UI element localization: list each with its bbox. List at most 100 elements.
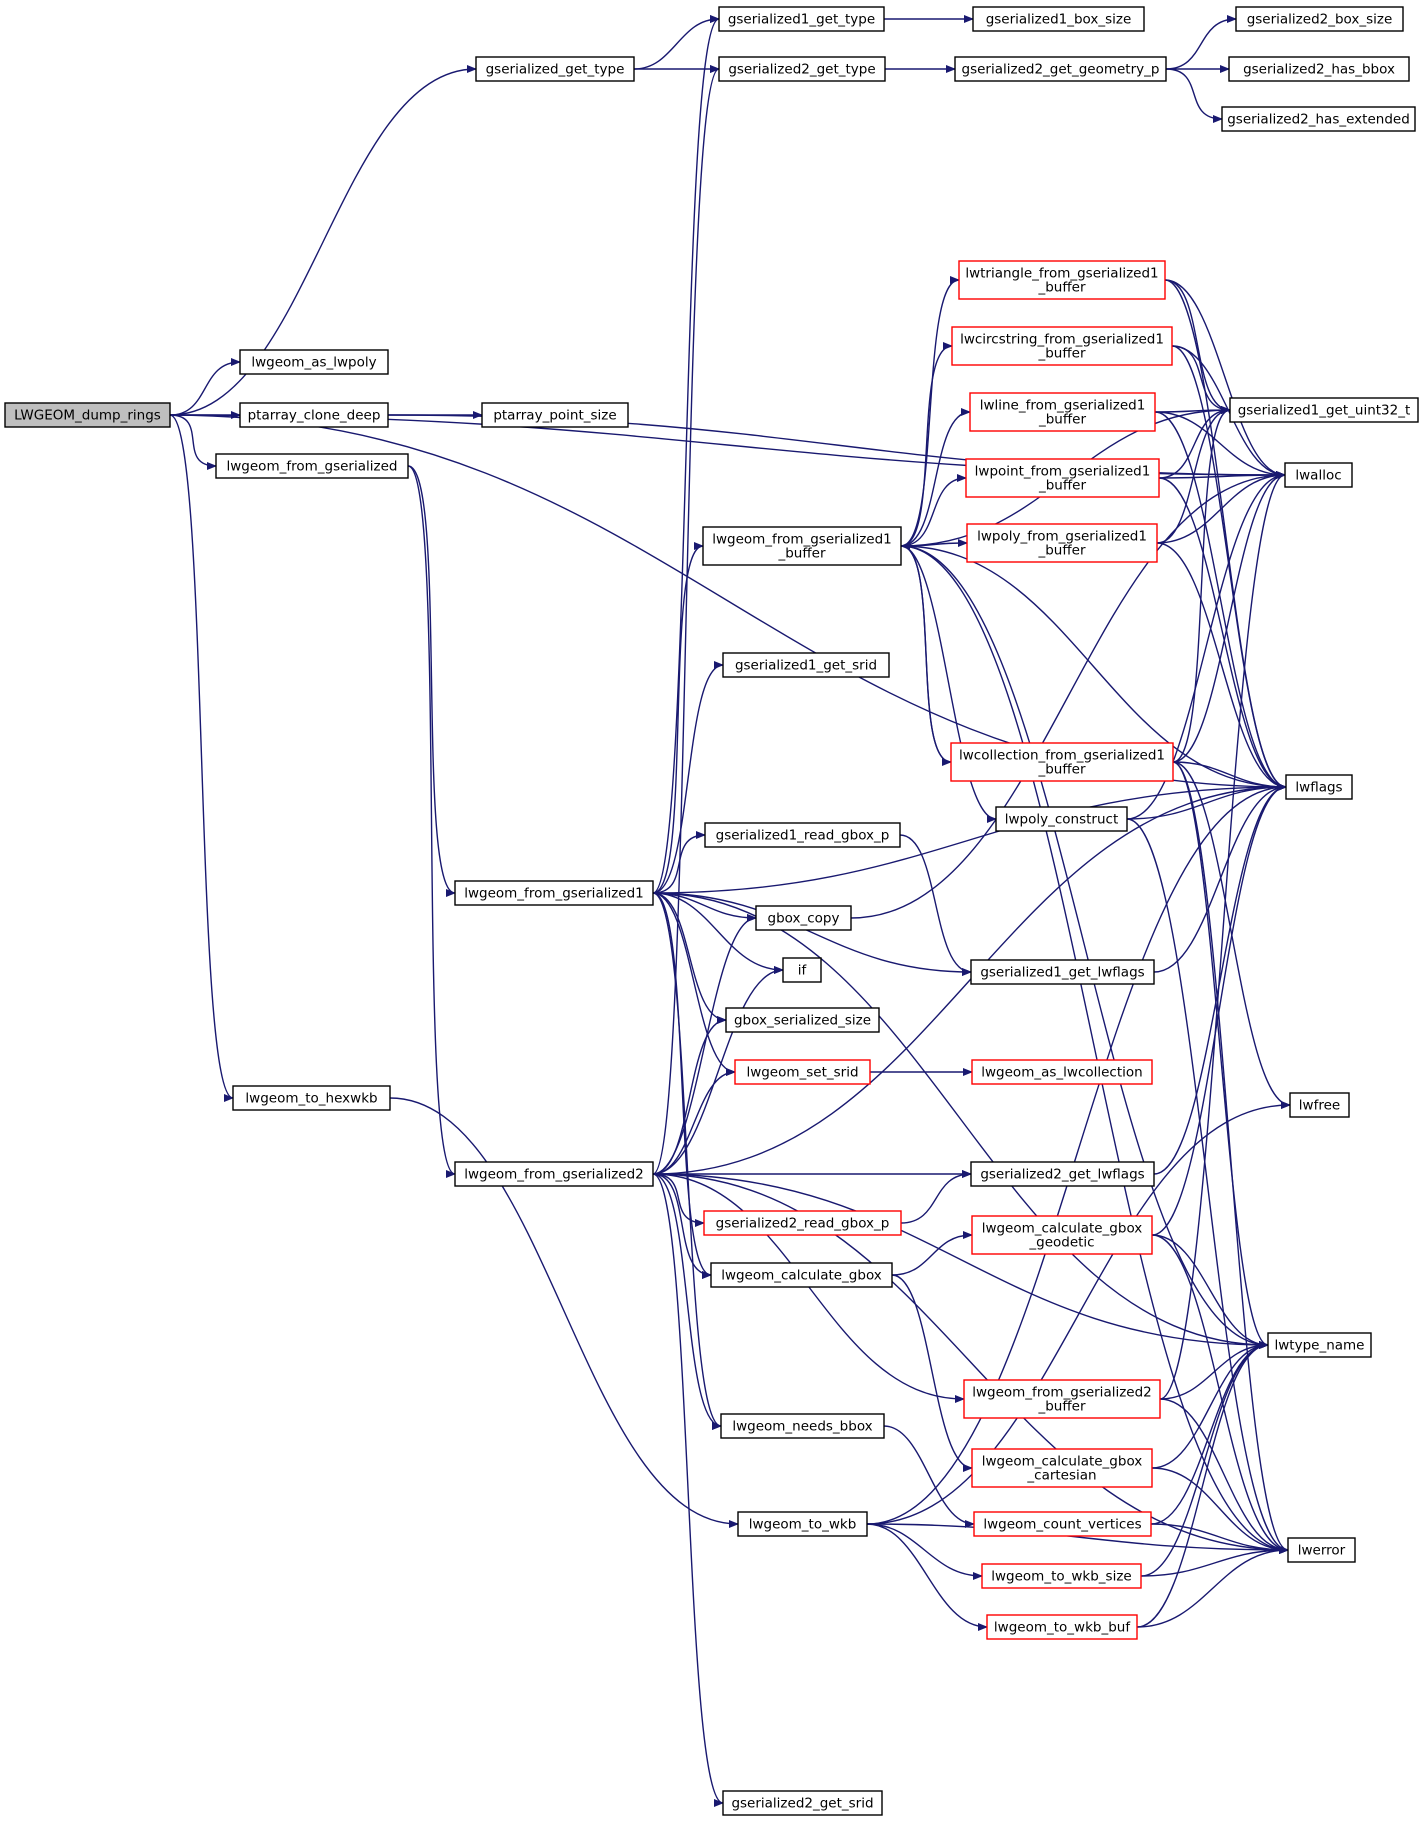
node-gserialized2-has-bbox[interactable]: gserialized2_has_bbox: [1228, 56, 1410, 82]
node-gbox-copy[interactable]: gbox_copy: [755, 905, 852, 931]
node-gserialized2-get-srid[interactable]: gserialized2_get_srid: [722, 1790, 883, 1816]
node-gserialized1-read-gbox-p[interactable]: gserialized1_read_gbox_p: [704, 822, 901, 848]
node-gserialized-get-type[interactable]: gserialized_get_type: [475, 56, 635, 82]
node-lwgeom-from-gserialized2[interactable]: lwgeom_from_gserialized2: [454, 1161, 654, 1187]
node-gserialized2-read-gbox-p[interactable]: gserialized2_read_gbox_p: [703, 1210, 902, 1236]
node-gserialized2-get-lwflags[interactable]: gserialized2_get_lwflags: [970, 1161, 1155, 1187]
node-gserialized1-get-type[interactable]: gserialized1_get_type: [718, 6, 885, 32]
node-box: [981, 1563, 1142, 1589]
node-box: [1235, 6, 1404, 32]
node-label: lwgeom_as_lwpoly: [251, 355, 376, 371]
node-lwgeom-to-wkb-size[interactable]: lwgeom_to_wkb_size: [981, 1563, 1142, 1589]
edge-lwgeom-to-wkb-buf-to-lwerror: [1136, 1546, 1289, 1628]
node-label: gserialized2_get_type: [728, 62, 875, 78]
node-gserialized2-has-extended[interactable]: gserialized2_has_extended: [1221, 106, 1416, 132]
node-if[interactable]: if: [782, 957, 822, 983]
node-label: lwgeom_to_hexwkb: [245, 1091, 377, 1107]
node-box: [725, 1007, 880, 1033]
node-lwgeom-to-hexwkb[interactable]: lwgeom_to_hexwkb: [232, 1085, 391, 1111]
edge-lwcollection-from-gserialized1-buffer-to-lwgeom-from-gserialized1-buffer: [900, 542, 952, 763]
edge-gserialized1-read-gbox-p-to-gserialized1-get-lwflags: [899, 834, 972, 976]
node-box: [215, 453, 409, 479]
node-lwgeom-to-wkb-buf[interactable]: lwgeom_to_wkb_buf: [986, 1614, 1138, 1640]
node-lwgeom-from-gserialized[interactable]: lwgeom_from_gserialized: [215, 453, 409, 479]
node-gserialized1-box-size[interactable]: gserialized1_box_size: [972, 6, 1145, 32]
node-gserialized2-box-size[interactable]: gserialized2_box_size: [1235, 6, 1404, 32]
node-label: lwgeom_from_gserialized2: [972, 1385, 1152, 1401]
node-box: [703, 1210, 902, 1236]
node-box: [454, 1161, 654, 1187]
node-lwgeom-as-lwpoly[interactable]: lwgeom_as_lwpoly: [239, 349, 389, 375]
node-label: gserialized2_get_geometry_p: [962, 62, 1160, 78]
node-label: _buffer: [777, 546, 825, 562]
edge-lwgeom-calculate-gbox-cartesian-to-lwerror: [1151, 1467, 1289, 1554]
edge-lwpoint-from-gserialized1-buffer-to-lwalloc: [1158, 471, 1286, 480]
node-lwfree[interactable]: lwfree: [1289, 1092, 1350, 1118]
node-label: _buffer: [1037, 543, 1085, 559]
node-lwgeom-calculate-gbox[interactable]: lwgeom_calculate_gbox: [710, 1262, 893, 1288]
node-label: lwgeom_from_gserialized2: [464, 1167, 644, 1183]
node-label: gserialized2_get_lwflags: [980, 1167, 1144, 1183]
node-lwline-from-gserialized1-buffer[interactable]: lwline_from_gserialized1_buffer: [969, 392, 1156, 432]
node-lwgeom-needs-bbox[interactable]: lwgeom_needs_bbox: [720, 1413, 885, 1439]
node-lwtype-name[interactable]: lwtype_name: [1267, 1332, 1372, 1358]
node-lwpoint-from-gserialized1-buffer[interactable]: lwpoint_from_gserialized1_buffer: [965, 458, 1160, 498]
edge-lwgeom-from-gserialized1-buffer-to-lwcircstring-from-gserialized1-buffer: [900, 342, 953, 547]
node-box: [1228, 56, 1410, 82]
edge-lwcircstring-from-gserialized1-buffer-to-lwflags: [1171, 345, 1287, 791]
node-ptarray-clone-deep[interactable]: ptarray_clone_deep: [239, 402, 389, 428]
node-box: [970, 1161, 1155, 1187]
edge-lwgeom-dump-rings-to-lwgeom-as-lwpoly: [169, 358, 241, 416]
node-lwgeom-set-srid[interactable]: lwgeom_set_srid: [734, 1059, 871, 1085]
node-lwcircstring-from-gserialized1-buffer[interactable]: lwcircstring_from_gserialized1_buffer: [951, 326, 1173, 366]
edge-lwgeom-from-gserialized1-buffer-to-lwtype-name: [900, 545, 1269, 1349]
node-label: _cartesian: [1026, 1468, 1096, 1484]
node-lwgeom-as-lwcollection[interactable]: lwgeom_as_lwcollection: [971, 1059, 1153, 1085]
node-label: ptarray_point_size: [493, 408, 616, 424]
edge-gserialized2-read-gbox-p-to-gserialized2-get-lwflags: [900, 1170, 972, 1224]
edge-lwgeom-calculate-gbox-to-lwgeom-calculate-gbox-cartesian: [891, 1274, 973, 1472]
node-label: lwgeom_calculate_gbox: [721, 1268, 882, 1284]
node-box: [958, 260, 1166, 300]
node-lwcollection-from-gserialized1-buffer[interactable]: lwcollection_from_gserialized1_buffer: [950, 742, 1174, 782]
node-gserialized1-get-uint32-t[interactable]: gserialized1_get_uint32_t: [1229, 397, 1419, 423]
node-lwgeom-from-gserialized1[interactable]: lwgeom_from_gserialized1: [454, 880, 654, 906]
node-label: _buffer: [1037, 762, 1085, 778]
node-ptarray-point-size[interactable]: ptarray_point_size: [481, 402, 629, 428]
node-gserialized1-get-srid[interactable]: gserialized1_get_srid: [722, 652, 890, 678]
edge-lwcollection-from-gserialized1-buffer-to-lwtype-name: [1172, 761, 1269, 1349]
node-lwtriangle-from-gserialized1-buffer[interactable]: lwtriangle_from_gserialized1_buffer: [958, 260, 1166, 300]
node-box: [718, 6, 885, 32]
node-box: [481, 402, 629, 428]
node-lwgeom-calculate-gbox-cartesian[interactable]: lwgeom_calculate_gbox_cartesian: [971, 1448, 1153, 1488]
node-lwgeom-from-gserialized2-buffer[interactable]: lwgeom_from_gserialized2_buffer: [963, 1379, 1161, 1419]
node-lwpoly-construct[interactable]: lwpoly_construct: [995, 806, 1128, 832]
node-box: [971, 1448, 1153, 1488]
node-gbox-serialized-size[interactable]: gbox_serialized_size: [725, 1007, 880, 1033]
node-box: [755, 905, 852, 931]
node-box: [734, 1059, 871, 1085]
edge-gserialized-get-type-to-gserialized1-get-type: [633, 15, 720, 70]
node-gserialized1-get-lwflags[interactable]: gserialized1_get_lwflags: [970, 959, 1155, 985]
edge-lwline-from-gserialized1-buffer-to-lwflags: [1154, 411, 1287, 791]
node-lwgeom-to-wkb[interactable]: lwgeom_to_wkb: [737, 1511, 868, 1537]
node-gserialized2-get-type[interactable]: gserialized2_get_type: [718, 56, 886, 82]
node-lwerror[interactable]: lwerror: [1287, 1537, 1356, 1563]
node-box: [704, 822, 901, 848]
node-lwgeom-dump-rings[interactable]: LWGEOM_dump_rings: [4, 402, 171, 428]
node-label: lwalloc: [1295, 468, 1341, 484]
node-lwflags[interactable]: lwflags: [1285, 774, 1353, 800]
edge-lwcollection-from-gserialized1-buffer-to-gserialized1-get-uint32-t: [1172, 406, 1231, 763]
edge-lwpoly-construct-to-lwerror: [1126, 818, 1289, 1554]
edge-lwgeom-from-gserialized2-buffer-to-lwtype-name: [1159, 1341, 1269, 1400]
node-lwalloc[interactable]: lwalloc: [1284, 462, 1353, 488]
node-gserialized2-get-geometry-p[interactable]: gserialized2_get_geometry_p: [954, 56, 1167, 82]
node-lwgeom-count-vertices[interactable]: lwgeom_count_vertices: [973, 1511, 1152, 1537]
edge-lwgeom-to-hexwkb-to-lwgeom-to-wkb: [389, 1097, 739, 1528]
node-lwpoly-from-gserialized1-buffer[interactable]: lwpoly_from_gserialized1_buffer: [966, 523, 1158, 563]
node-lwgeom-from-gserialized1-buffer[interactable]: lwgeom_from_gserialized1_buffer: [702, 526, 902, 566]
node-lwgeom-calculate-gbox-geodetic[interactable]: lwgeom_calculate_gbox_geodetic: [971, 1215, 1153, 1255]
edge-lwgeom-from-gserialized1-buffer-to-lwpoint-from-gserialized1-buffer: [900, 474, 967, 547]
edge-lwgeom-calculate-gbox-geodetic-to-lwflags: [1151, 783, 1287, 1236]
node-label: _buffer: [1038, 478, 1086, 494]
